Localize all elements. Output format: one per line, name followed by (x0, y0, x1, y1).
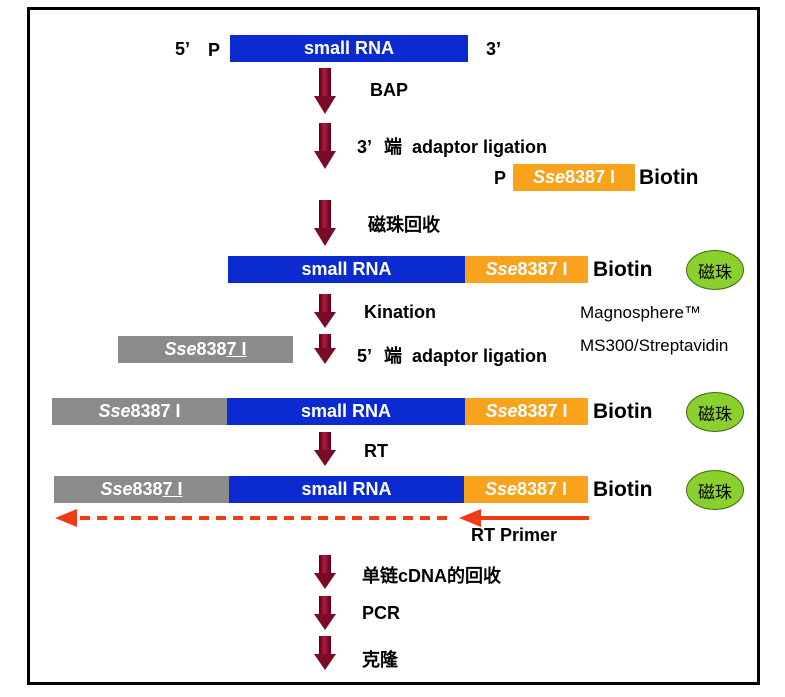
sse-number-underlined: 7 I (226, 339, 247, 359)
sse-italic: Sse (485, 259, 518, 279)
small-rna-bar: small RNA (230, 35, 468, 62)
step-bead-recovery: 磁珠回收 (368, 215, 440, 235)
down-arrow-icon (314, 636, 336, 670)
rt-primer-label: RT Primer (471, 525, 558, 545)
down-arrow-icon (314, 200, 336, 246)
step-ss-cdna-recovery: 单链cDNA的回收 (362, 566, 502, 586)
sse-italic: Sse (98, 401, 131, 421)
down-arrow-icon (314, 123, 336, 169)
magnosphere-line2: MS300/Streptavidin (580, 336, 729, 355)
sse-number: 838 (132, 479, 163, 499)
diagram-frame (27, 7, 760, 685)
sse-number: 8387 I (517, 259, 568, 279)
magnetic-bead: 磁珠 (686, 470, 744, 510)
down-arrow-icon (314, 334, 336, 364)
magnosphere-line1: Magnosphere™ (580, 303, 701, 322)
step-5-adaptor-ligation: 5’ 端 adaptor ligation (357, 342, 547, 368)
down-arrow-icon (314, 555, 336, 589)
biotin-label: Biotin (639, 166, 699, 189)
step-3-prime: 3’ (357, 137, 373, 157)
step-bap: BAP (370, 80, 409, 100)
label-5-prime: 5’ (175, 39, 191, 59)
biotin-label: Biotin (593, 400, 653, 423)
step-kination: Kination (364, 302, 436, 322)
down-arrow-icon (314, 294, 336, 328)
sse-italic: Sse (532, 167, 565, 187)
small-rna-bar: small RNA (228, 256, 465, 283)
sse-number: 8387 I (516, 479, 568, 499)
sse-number: 8387 I (517, 401, 568, 421)
sse-number: 8387 I (130, 401, 181, 421)
step-5-prime: 5’ (357, 346, 373, 366)
sse-italic: Sse (164, 339, 197, 359)
step-3-rest: adaptor ligation (412, 137, 548, 157)
small-rna-bar: small RNA (227, 398, 465, 425)
step-rt: RT (364, 441, 388, 461)
small-rna-bar: small RNA (229, 476, 464, 503)
biotin-label: Biotin (593, 478, 653, 501)
step-5-rest: adaptor ligation (412, 346, 548, 366)
step-pcr: PCR (362, 603, 401, 623)
step-3-adaptor-ligation: 3’ 端 adaptor ligation (357, 133, 547, 159)
rt-extension-arrow-icon (55, 509, 589, 527)
label-phosphate: P (208, 40, 221, 60)
adaptor3-phosphate: P (494, 168, 507, 188)
step-5-end: 端 (384, 346, 403, 366)
sse-number: 8387 I (564, 167, 616, 187)
down-arrow-icon (314, 432, 336, 466)
label-3-prime: 3’ (486, 39, 502, 59)
sse-italic: Sse (100, 479, 133, 499)
step-clone: 克隆 (362, 650, 398, 670)
magnetic-bead: 磁珠 (686, 392, 744, 432)
magnetic-bead: 磁珠 (686, 250, 744, 290)
sse-italic: Sse (485, 401, 518, 421)
step-3-end: 端 (384, 137, 403, 157)
sse-number-underlined: 7 I (162, 479, 183, 499)
biotin-label: Biotin (593, 258, 653, 281)
sse-number: 838 (196, 339, 227, 359)
down-arrow-icon (314, 68, 336, 114)
down-arrow-icon (314, 596, 336, 630)
sse-italic: Sse (484, 479, 517, 499)
